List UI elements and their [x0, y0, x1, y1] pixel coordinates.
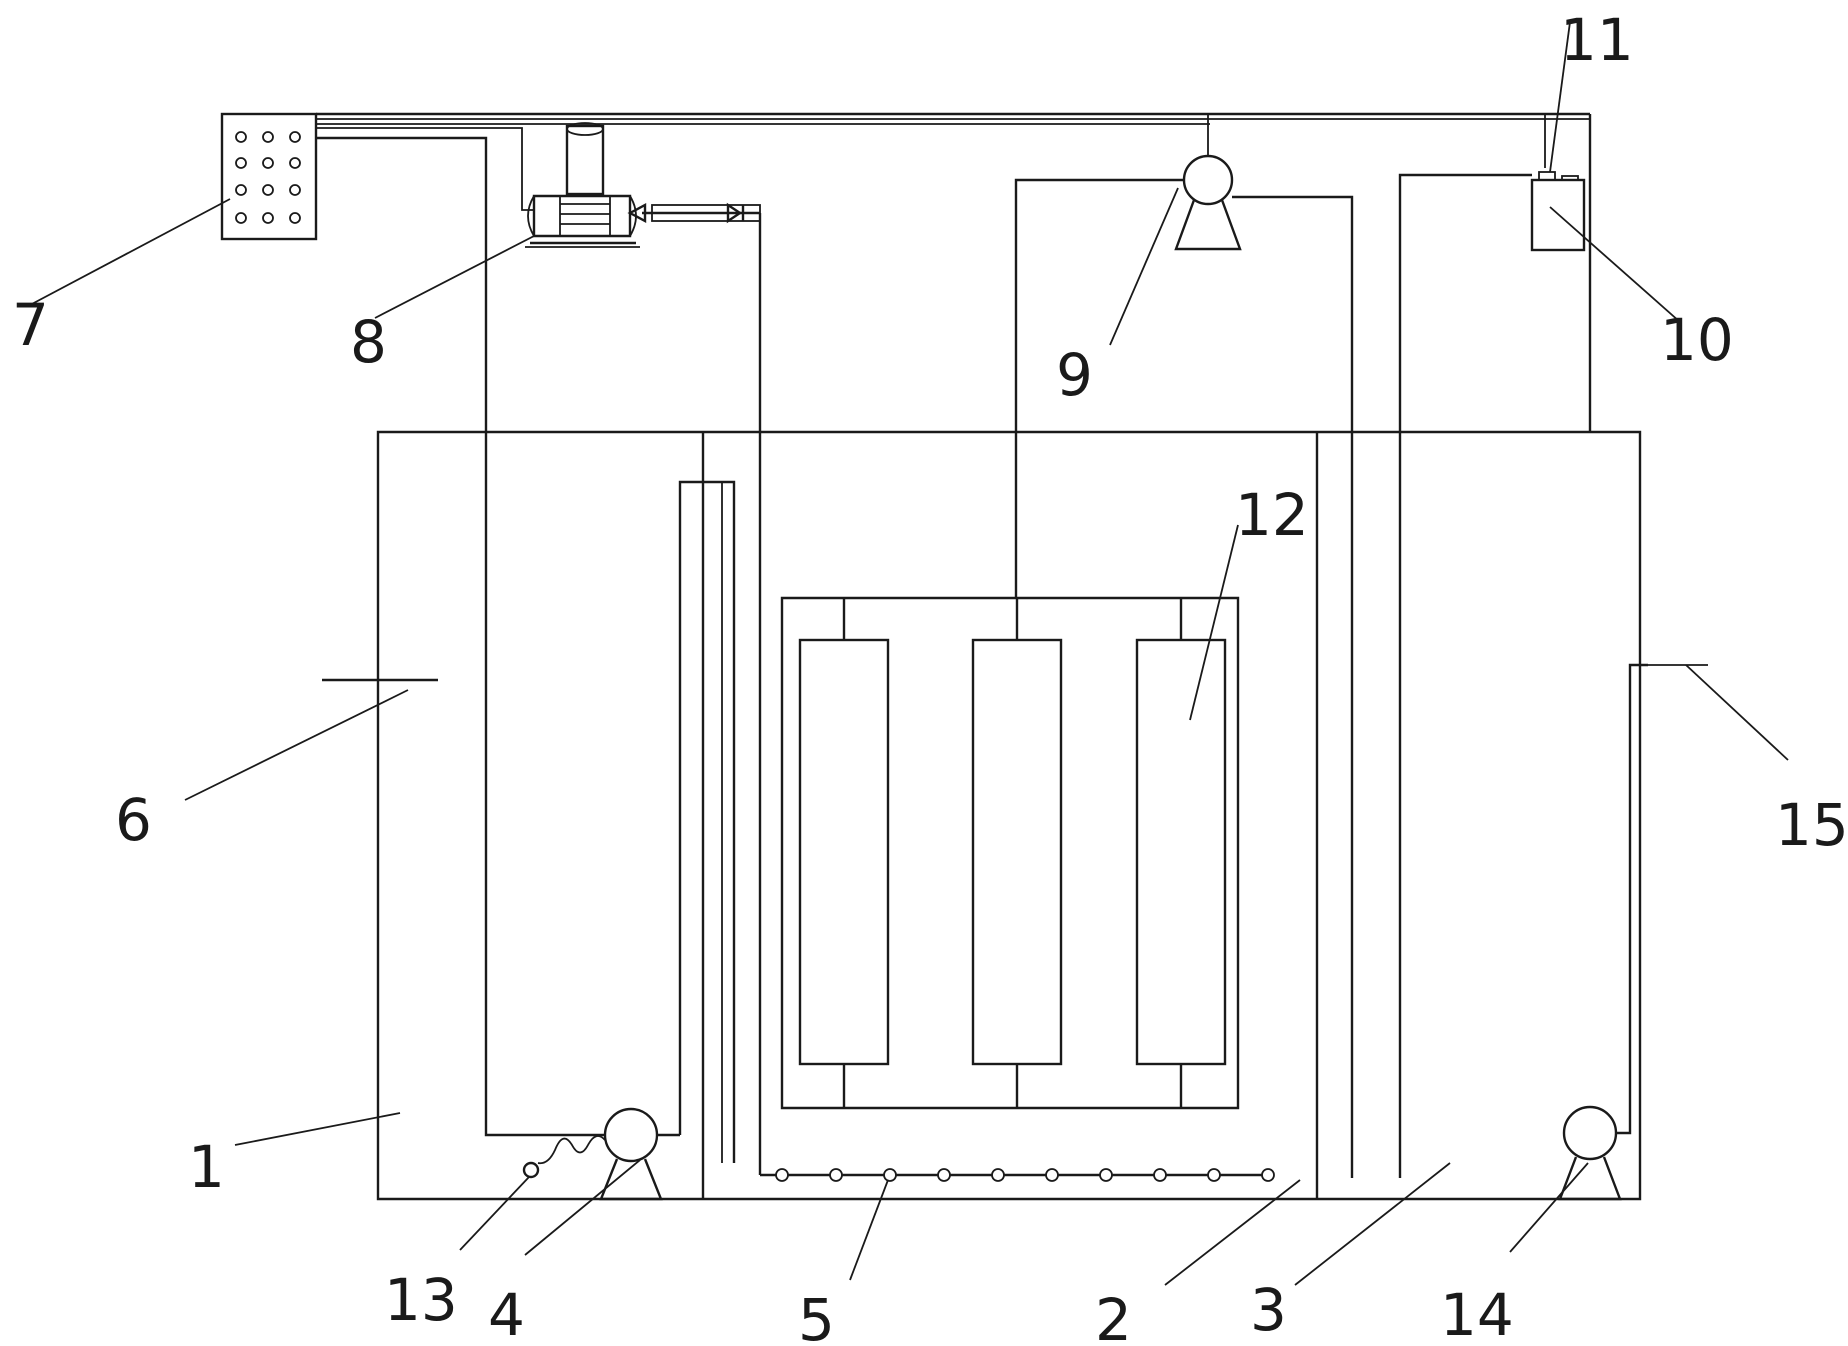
label-15: 15	[1775, 791, 1848, 859]
label-12: 12	[1235, 481, 1309, 549]
label-6: 6	[115, 786, 152, 854]
label-3: 3	[1250, 1276, 1287, 1344]
leader-lines	[29, 21, 1789, 1286]
label-10: 10	[1660, 306, 1734, 374]
number-labels: 1 2 3 4 5 6 7 8 9 10 11 12 13 14 15	[12, 6, 1848, 1346]
chamber-1-pipes	[678, 480, 736, 1163]
membrane-modules	[780, 596, 1240, 1110]
label-13: 13	[384, 1266, 458, 1334]
label-7: 7	[12, 291, 49, 359]
label-8: 8	[350, 308, 387, 376]
label-14: 14	[1440, 1281, 1514, 1346]
label-9: 9	[1056, 341, 1093, 409]
circulation-pump	[599, 1107, 680, 1201]
blower-unit	[525, 122, 762, 1175]
float-switch	[522, 1135, 606, 1179]
control-box	[220, 112, 318, 241]
label-1: 1	[188, 1133, 225, 1201]
label-4: 4	[488, 1281, 525, 1346]
label-2: 2	[1095, 1286, 1132, 1346]
discharge-pump	[1558, 663, 1708, 1201]
top-wiring	[316, 112, 1592, 1137]
aeration-diffuser	[760, 1168, 1275, 1182]
dosing-tank	[1398, 171, 1586, 1178]
label-5: 5	[798, 1286, 835, 1346]
label-11: 11	[1560, 6, 1634, 74]
tank-outline	[376, 430, 1642, 1201]
suction-pump	[1014, 154, 1354, 1178]
